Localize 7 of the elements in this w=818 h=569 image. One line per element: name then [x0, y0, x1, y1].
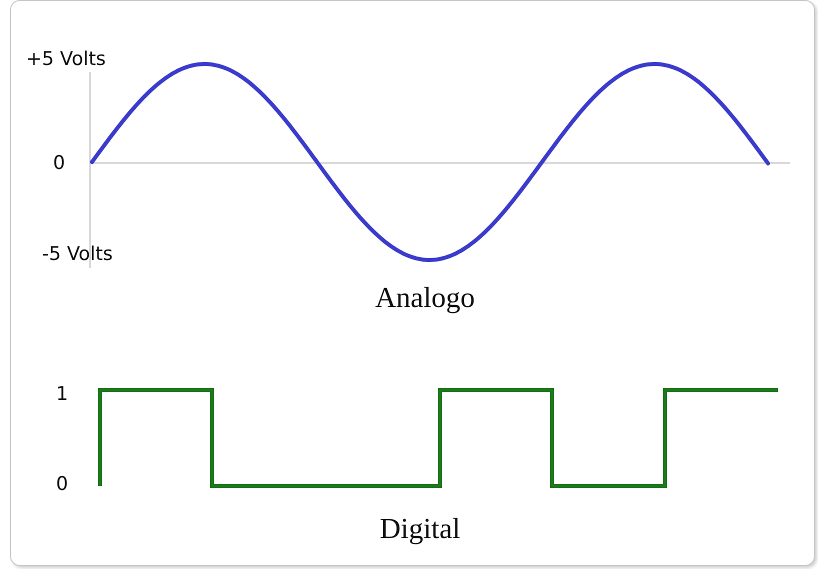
- axis-label: +5 Volts: [26, 50, 106, 69]
- axis-label: -5 Volts: [42, 245, 113, 264]
- axis-label: 0: [53, 154, 66, 173]
- signal-title: Analogo: [375, 284, 475, 313]
- axis-label: 1: [56, 385, 68, 404]
- signal-title: Digital: [380, 515, 460, 544]
- axis-label: 0: [56, 475, 68, 494]
